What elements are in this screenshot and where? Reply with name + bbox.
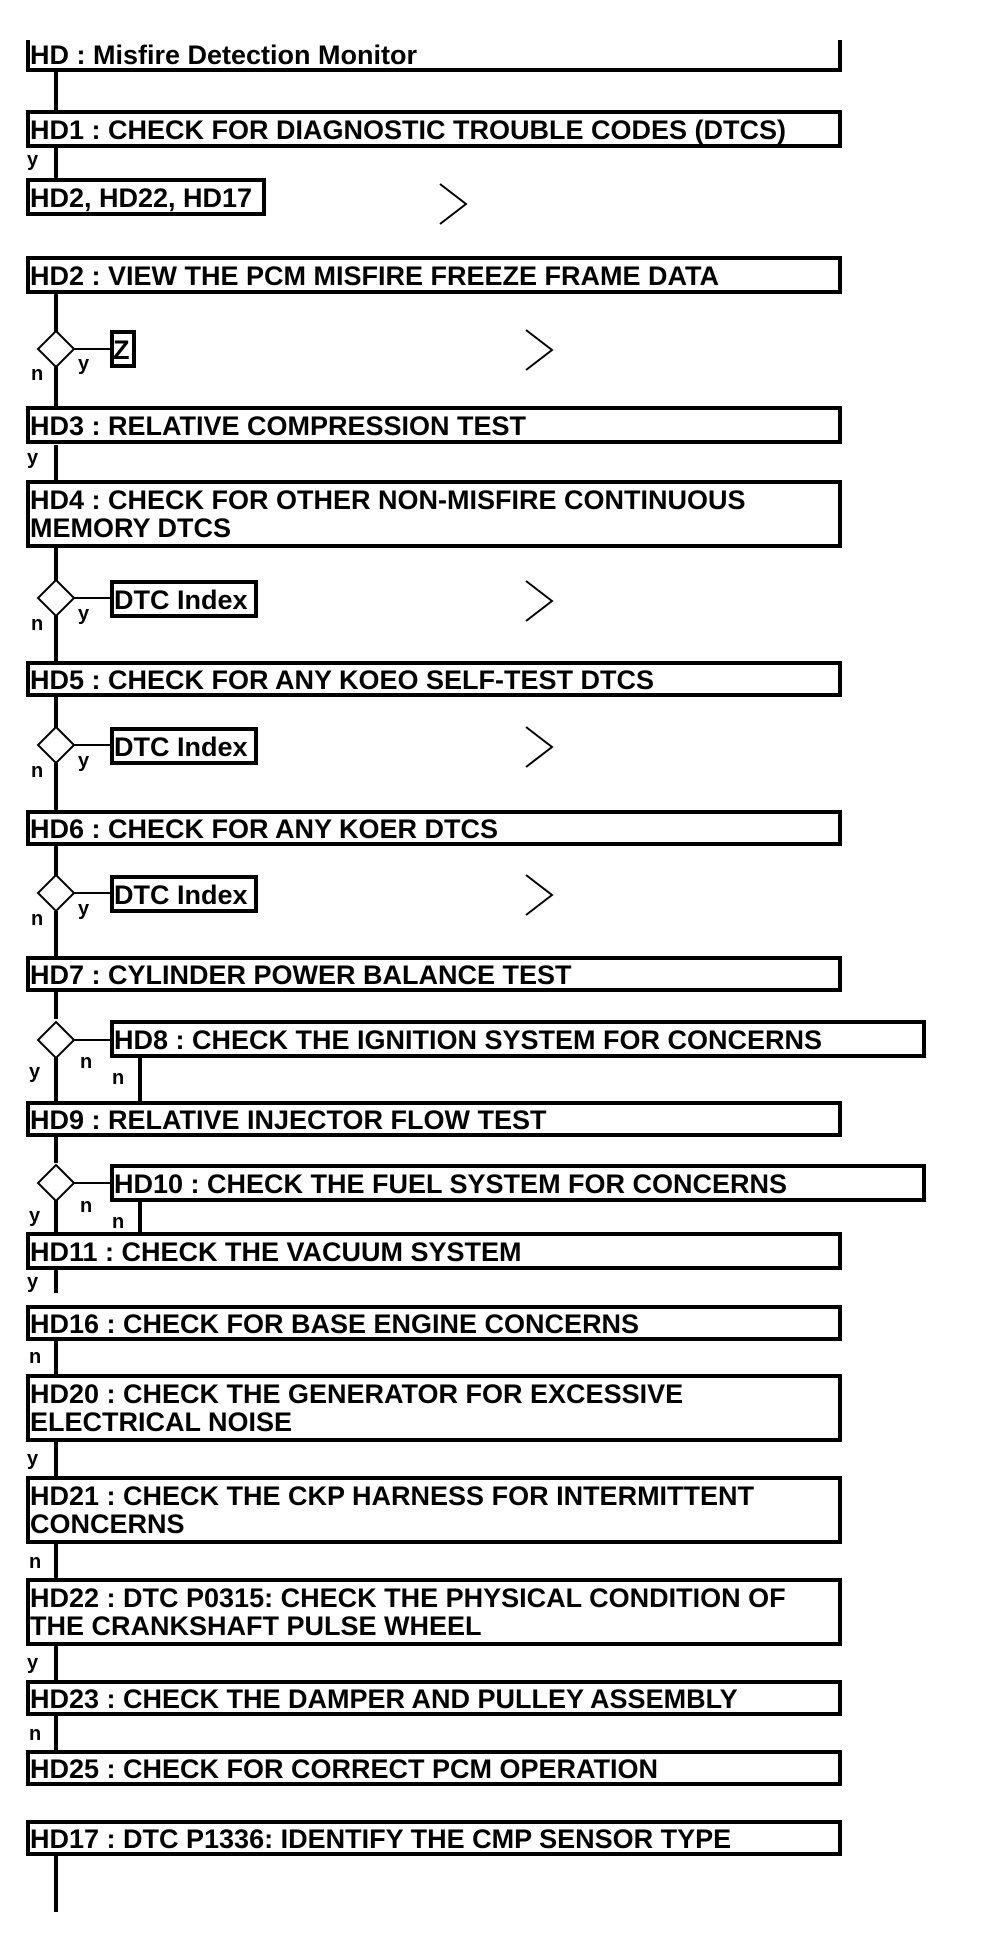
branch-no-label: n	[80, 1195, 92, 1217]
step-hd22-box[interactable]	[26, 1578, 842, 1646]
step-hd8-label: HD8 : CHECK THE IGNITION SYSTEM FOR CONC…	[114, 1025, 822, 1055]
branch-yes-label: y	[29, 1061, 41, 1083]
branch-yes-label: y	[27, 1652, 39, 1674]
decision-diamond	[36, 578, 76, 618]
decision-diamond	[36, 725, 76, 765]
step-hd17-label: HD17 : DTC P1336: IDENTIFY THE CMP SENSO…	[30, 1824, 731, 1854]
decision-diamond	[36, 873, 76, 913]
branch-yes-label: y	[78, 603, 90, 625]
step-hd1-label: HD1 : CHECK FOR DIAGNOSTIC TROUBLE CODES…	[30, 115, 786, 145]
dtc-index-label: DTC Index	[114, 585, 248, 615]
branch-yes-label: y	[27, 149, 39, 171]
step-hd2-box[interactable]	[26, 256, 842, 294]
dtc-index-box[interactable]	[110, 727, 258, 765]
step-hd25-box[interactable]	[26, 1750, 842, 1786]
branch-yes-label: y	[27, 1448, 39, 1470]
step-hd6-label: HD6 : CHECK FOR ANY KOER DTCS	[30, 814, 498, 844]
branch-no-label: n	[31, 908, 43, 930]
step-hd2-label: HD2 : VIEW THE PCM MISFIRE FREEZE FRAME …	[30, 261, 719, 291]
branch-yes-label: y	[27, 1271, 39, 1293]
step-hd25-label: HD25 : CHECK FOR CORRECT PCM OPERATION	[30, 1754, 658, 1784]
chevron-right-icon[interactable]	[439, 183, 468, 225]
branch-no-label: n	[112, 1211, 124, 1233]
branch-no-label: n	[29, 1551, 41, 1573]
chevron-right-icon[interactable]	[525, 580, 554, 622]
step-z-box[interactable]	[110, 330, 136, 368]
branch-no-label: n	[29, 1723, 41, 1745]
step-hd3-box[interactable]	[26, 406, 842, 444]
branch-no-label: n	[29, 1346, 41, 1368]
branch-yes-label: y	[78, 750, 90, 772]
step-hd4-label-line2: MEMORY DTCS	[30, 513, 231, 543]
chevron-right-icon[interactable]	[525, 329, 554, 371]
branch-yes-label: y	[29, 1205, 41, 1227]
dtc-index-label: DTC Index	[114, 732, 248, 762]
step-hd22-label-line1: HD22 : DTC P0315: CHECK THE PHYSICAL CON…	[30, 1583, 786, 1613]
step-hd11-label: HD11 : CHECK THE VACUUM SYSTEM	[30, 1237, 522, 1267]
monitor-title: HD : Misfire Detection Monitor	[30, 40, 417, 70]
decision-diamond	[36, 1020, 76, 1060]
dtc-index-box[interactable]	[110, 580, 258, 618]
step-hd9-box[interactable]	[26, 1101, 842, 1137]
step-hd10-label: HD10 : CHECK THE FUEL SYSTEM FOR CONCERN…	[114, 1169, 787, 1199]
step-hd8-box[interactable]	[110, 1020, 926, 1058]
step-z-label: Z	[113, 335, 130, 365]
decision-diamond	[36, 1163, 76, 1203]
step-hd16-label: HD16 : CHECK FOR BASE ENGINE CONCERNS	[30, 1309, 639, 1339]
step-hd9-label: HD9 : RELATIVE INJECTOR FLOW TEST	[30, 1105, 547, 1135]
step-hd23-label: HD23 : CHECK THE DAMPER AND PULLEY ASSEM…	[30, 1684, 738, 1714]
step-hd23-box[interactable]	[26, 1680, 842, 1716]
dtc-index-label: DTC Index	[114, 880, 248, 910]
step-hd21-label-line2: CONCERNS	[30, 1509, 185, 1539]
chevron-right-icon[interactable]	[525, 874, 554, 916]
step-hd16-box[interactable]	[26, 1305, 842, 1341]
step-hd10-box[interactable]	[110, 1164, 926, 1202]
step-hd4-box[interactable]	[26, 480, 842, 548]
step-hd21-box[interactable]	[26, 1476, 842, 1544]
step-hd7-box[interactable]	[26, 956, 842, 992]
branch-yes-label: y	[27, 447, 39, 469]
step-hd5-box[interactable]	[26, 661, 842, 697]
decision-diamond	[36, 329, 76, 369]
step-hd6-box[interactable]	[26, 810, 842, 846]
step-hd11-box[interactable]	[26, 1232, 842, 1270]
branch-no-label: n	[112, 1067, 124, 1089]
step-hd21-label-line1: HD21 : CHECK THE CKP HARNESS FOR INTERMI…	[30, 1481, 755, 1511]
branch-no-label: n	[31, 760, 43, 782]
branch-no-label: n	[31, 363, 43, 385]
step-refs-label: HD2, HD22, HD17	[30, 183, 252, 213]
step-refs-box[interactable]	[26, 178, 266, 216]
dtc-index-box[interactable]	[110, 875, 258, 913]
step-hd22-label-line2: THE CRANKSHAFT PULSE WHEEL	[30, 1611, 482, 1641]
chevron-right-icon[interactable]	[525, 726, 554, 768]
step-hd20-box[interactable]	[26, 1374, 842, 1442]
step-hd3-label: HD3 : RELATIVE COMPRESSION TEST	[30, 411, 527, 441]
step-hd20-label-line2: ELECTRICAL NOISE	[30, 1407, 292, 1437]
step-hd4-label-line1: HD4 : CHECK FOR OTHER NON-MISFIRE CONTIN…	[30, 485, 746, 515]
step-hd17-box[interactable]	[26, 1820, 842, 1856]
branch-yes-label: y	[78, 353, 90, 375]
branch-no-label: n	[80, 1051, 92, 1073]
step-hd5-label: HD5 : CHECK FOR ANY KOEO SELF-TEST DTCS	[30, 665, 654, 695]
step-hd7-label: HD7 : CYLINDER POWER BALANCE TEST	[30, 960, 572, 990]
branch-no-label: n	[31, 613, 43, 635]
branch-yes-label: y	[78, 898, 90, 920]
step-hd20-label-line1: HD20 : CHECK THE GENERATOR FOR EXCESSIVE	[30, 1379, 683, 1409]
step-hd1-box[interactable]	[26, 110, 842, 148]
